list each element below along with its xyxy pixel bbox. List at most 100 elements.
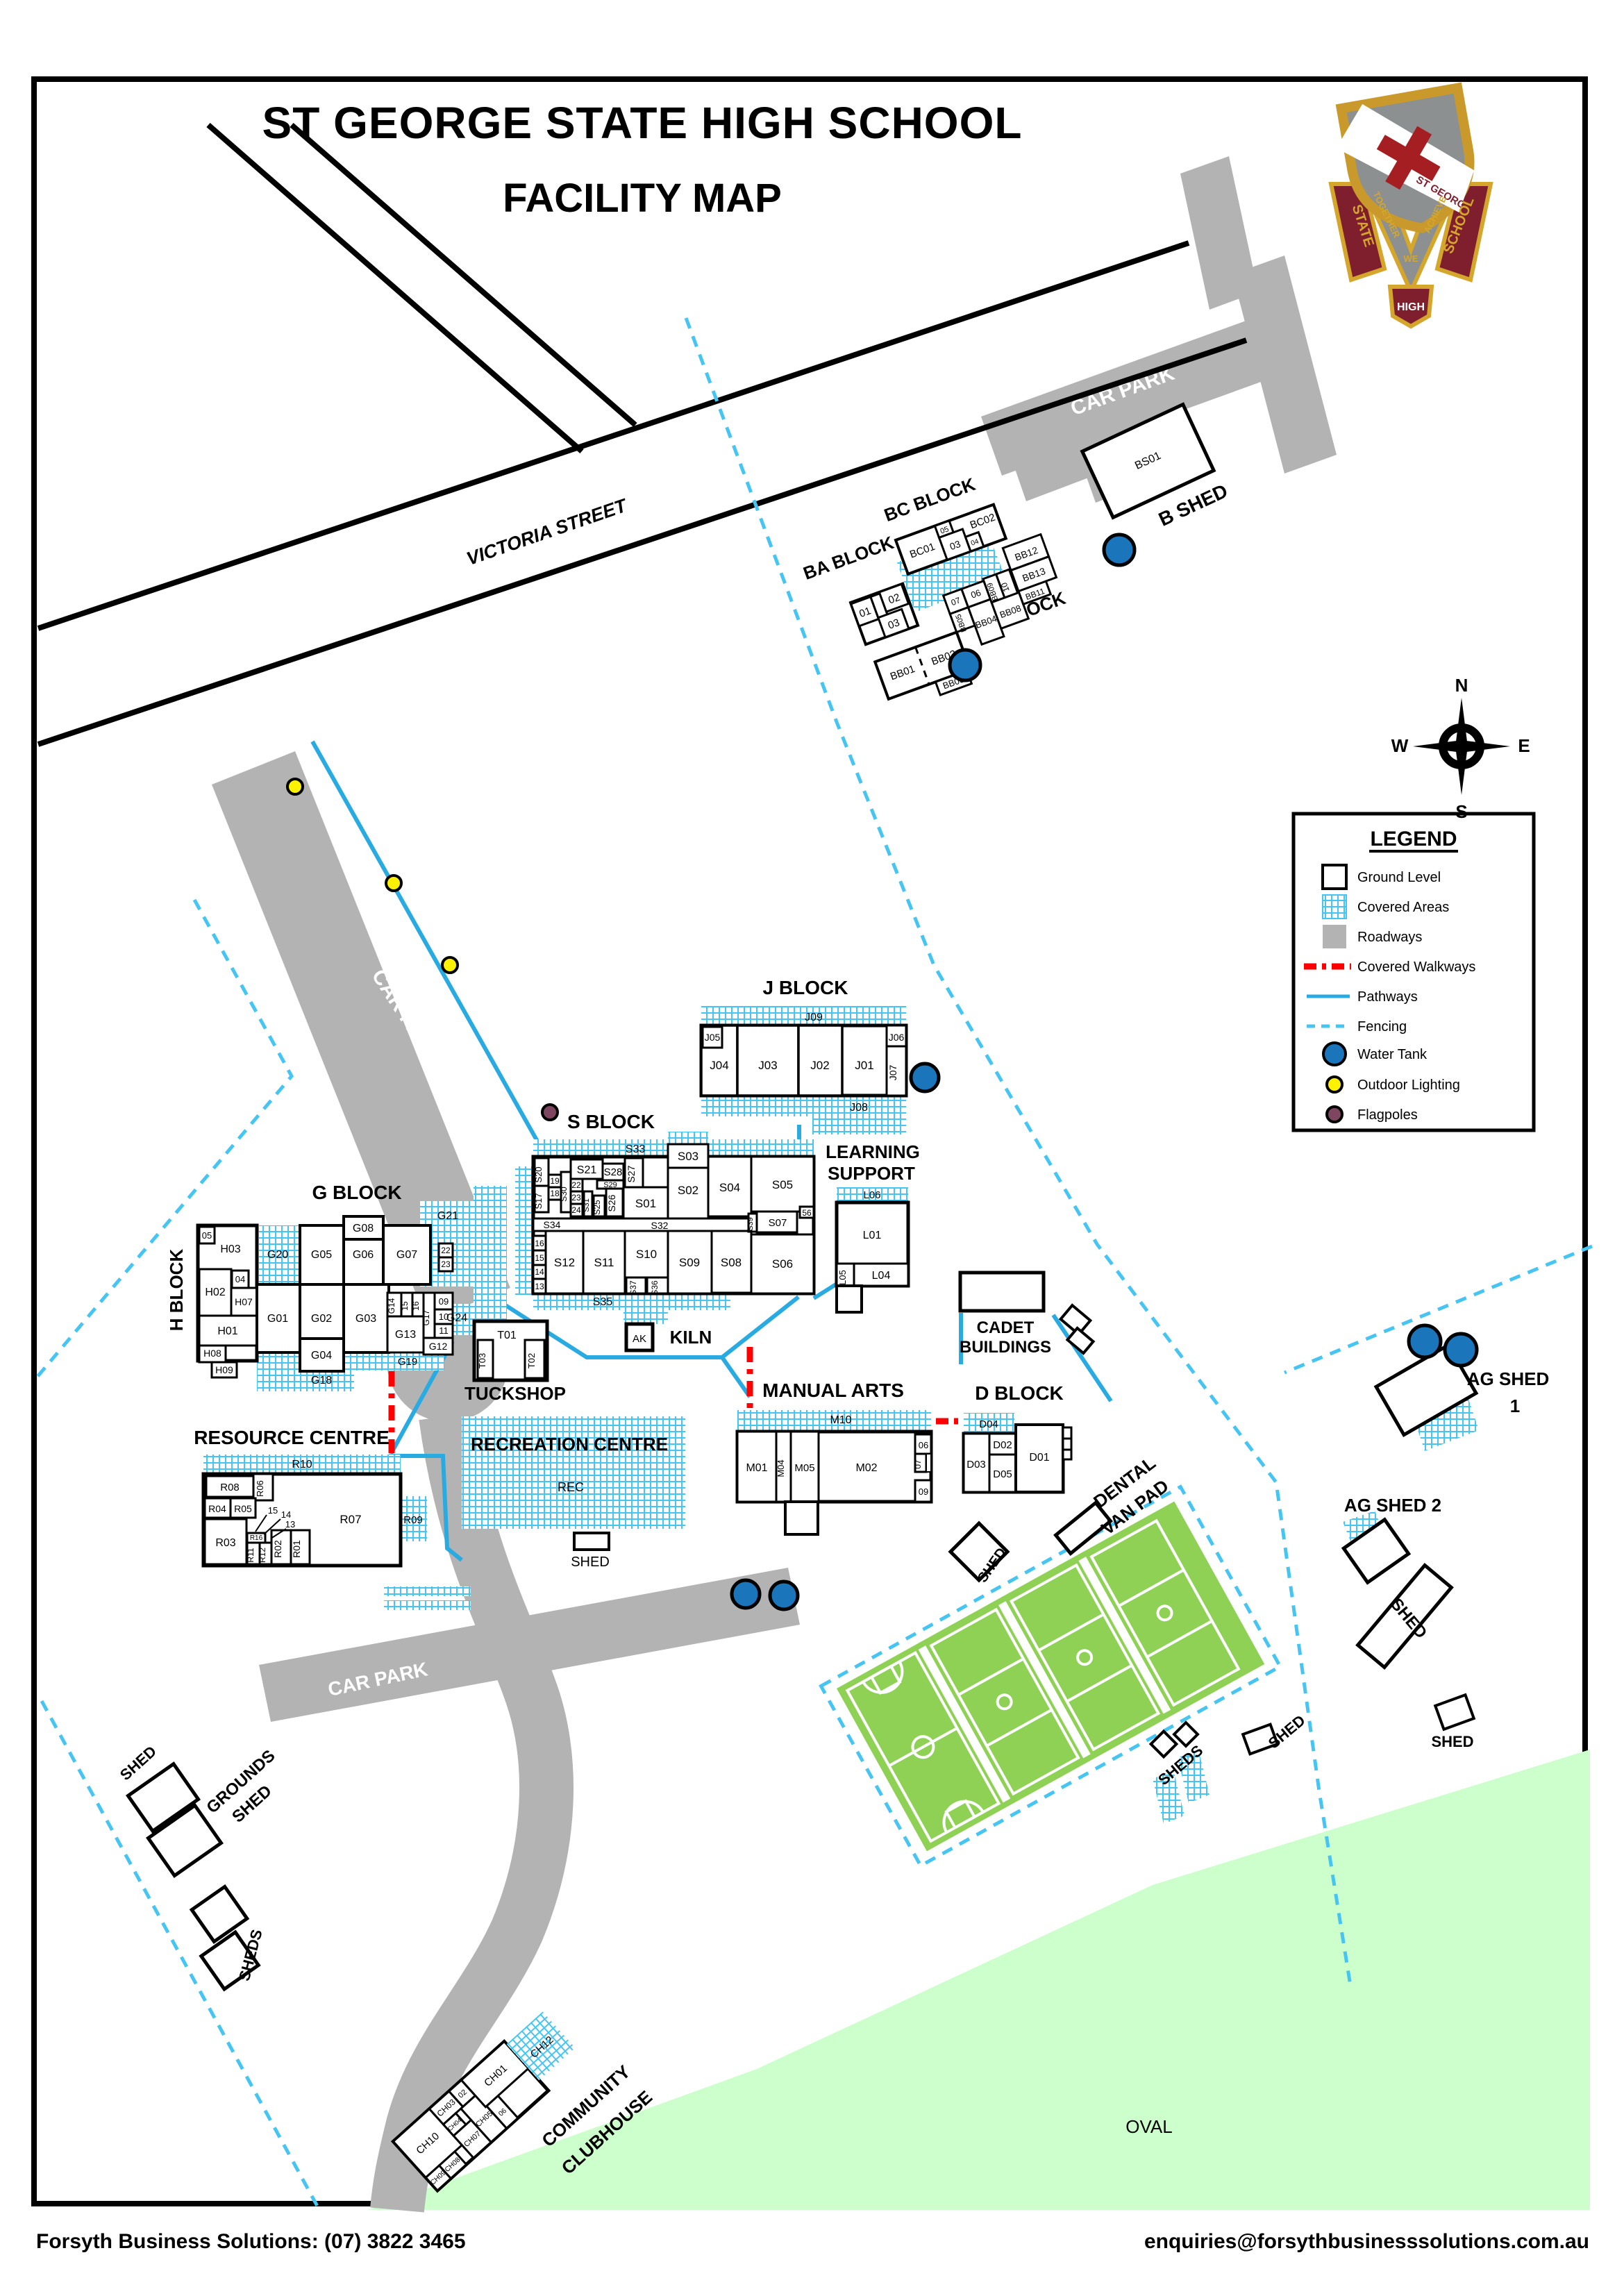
room [583, 1190, 594, 1218]
room-label: 11 [439, 1325, 449, 1336]
fence-line [35, 898, 294, 1380]
cadet-building [958, 1271, 1046, 1313]
room-label: M05 [794, 1462, 814, 1474]
room [205, 1475, 255, 1498]
roadways-icon [1323, 925, 1346, 948]
ag-shed-1-label: 1 [1510, 1396, 1520, 1416]
ba-block-title: BA BLOCK [801, 532, 897, 584]
room-label: S33 [626, 1143, 646, 1155]
room-label: G05 [311, 1249, 332, 1261]
room [876, 607, 910, 639]
room [342, 1238, 385, 1286]
room [750, 1233, 815, 1295]
room-label: R16 [250, 1534, 263, 1542]
fence-line [1284, 1244, 1593, 1375]
room-label: H02 [205, 1287, 225, 1298]
room-label: S08 [721, 1256, 742, 1269]
room [835, 1284, 863, 1314]
court-divider [1078, 1557, 1171, 1714]
water-tank [1407, 1323, 1443, 1359]
covered-d04 [964, 1413, 1014, 1434]
room-label: 04 [970, 537, 980, 547]
room [853, 1262, 910, 1287]
room-label: D02 [993, 1439, 1012, 1451]
outdoor-light [441, 956, 459, 974]
legend-item-label: Roadways [1357, 930, 1422, 945]
room-label: S32 [651, 1220, 669, 1231]
room-label: L04 [872, 1270, 891, 1282]
fence-line [684, 317, 1353, 1986]
cadet-title: CADET [977, 1318, 1035, 1337]
compass-label-s: S [1455, 801, 1467, 822]
room [885, 1045, 907, 1097]
compass-label-e: E [1518, 735, 1530, 756]
room [476, 1339, 494, 1380]
room [914, 1479, 932, 1503]
legend-item-label: Outdoor Lighting [1357, 1078, 1460, 1093]
courts-surface [837, 1501, 1265, 1852]
outdoor-lighting-icon [1325, 1075, 1343, 1093]
water-tank [1443, 1332, 1479, 1368]
ground-areas: OVAL [368, 1750, 1590, 2210]
room-label: 14 [535, 1267, 544, 1277]
compass-label-w: W [1391, 735, 1409, 756]
page-subtitle: FACILITY MAP [503, 176, 782, 221]
room [569, 1203, 584, 1218]
room-label: J02 [810, 1059, 829, 1072]
room-label: T03 [477, 1353, 487, 1368]
room-label: G03 [355, 1313, 376, 1325]
s-block-title: S BLOCK [567, 1111, 655, 1132]
room [755, 1210, 798, 1234]
room-label: J05 [705, 1032, 721, 1043]
oval-label: OVAL [1125, 2116, 1172, 2137]
room [964, 530, 985, 553]
legend-item-label: Covered Areas [1357, 900, 1449, 915]
g-block-title: G BLOCK [312, 1182, 401, 1203]
room-label: 23 [571, 1193, 581, 1203]
room-label: 09 [919, 1486, 928, 1497]
room-label: 13 [285, 1519, 295, 1530]
room [533, 1184, 550, 1214]
pathway [720, 1356, 752, 1398]
compass-point-south [1456, 744, 1467, 795]
room-divider [914, 646, 930, 685]
room-label: 13 [535, 1282, 544, 1291]
court-line [929, 1607, 1080, 1796]
ground-level-icon [1321, 864, 1348, 890]
room-label: M10 [830, 1414, 851, 1426]
road-bc [1005, 392, 1158, 501]
room-label: S03 [678, 1150, 698, 1163]
shed [1172, 1720, 1200, 1748]
room-label: J08 [850, 1102, 868, 1114]
room-label: 18 [550, 1189, 560, 1198]
pathway [721, 1295, 800, 1359]
learning-support-title: LEARNING [826, 1141, 920, 1162]
court-divider [918, 1645, 1011, 1803]
court-line [888, 1727, 958, 1768]
room [667, 1143, 710, 1169]
compass-label-n: N [1455, 675, 1468, 696]
room [524, 1339, 546, 1380]
legend-item-label: Flagpoles [1357, 1107, 1418, 1123]
room-label: L06 [863, 1189, 880, 1201]
room-label: G20 [267, 1249, 288, 1261]
covered-j08 [701, 1096, 906, 1116]
room-label: REC [558, 1480, 584, 1494]
room-label: J06 [889, 1032, 905, 1043]
room-label: S10 [636, 1248, 657, 1261]
room [990, 591, 1030, 630]
room [784, 1500, 819, 1536]
covered-area [1178, 1750, 1209, 1803]
street-branch [206, 122, 584, 454]
pathway [389, 1454, 463, 1562]
room-label: R10 [292, 1459, 312, 1470]
room [926, 1453, 932, 1473]
room [1062, 1426, 1073, 1440]
recreation-centre-title: RECREATION CENTRE [471, 1434, 668, 1455]
courts [819, 1484, 1283, 1868]
room-label: 56 [802, 1208, 812, 1218]
room-label: 04 [235, 1274, 245, 1284]
room-label: R09 [403, 1514, 423, 1526]
